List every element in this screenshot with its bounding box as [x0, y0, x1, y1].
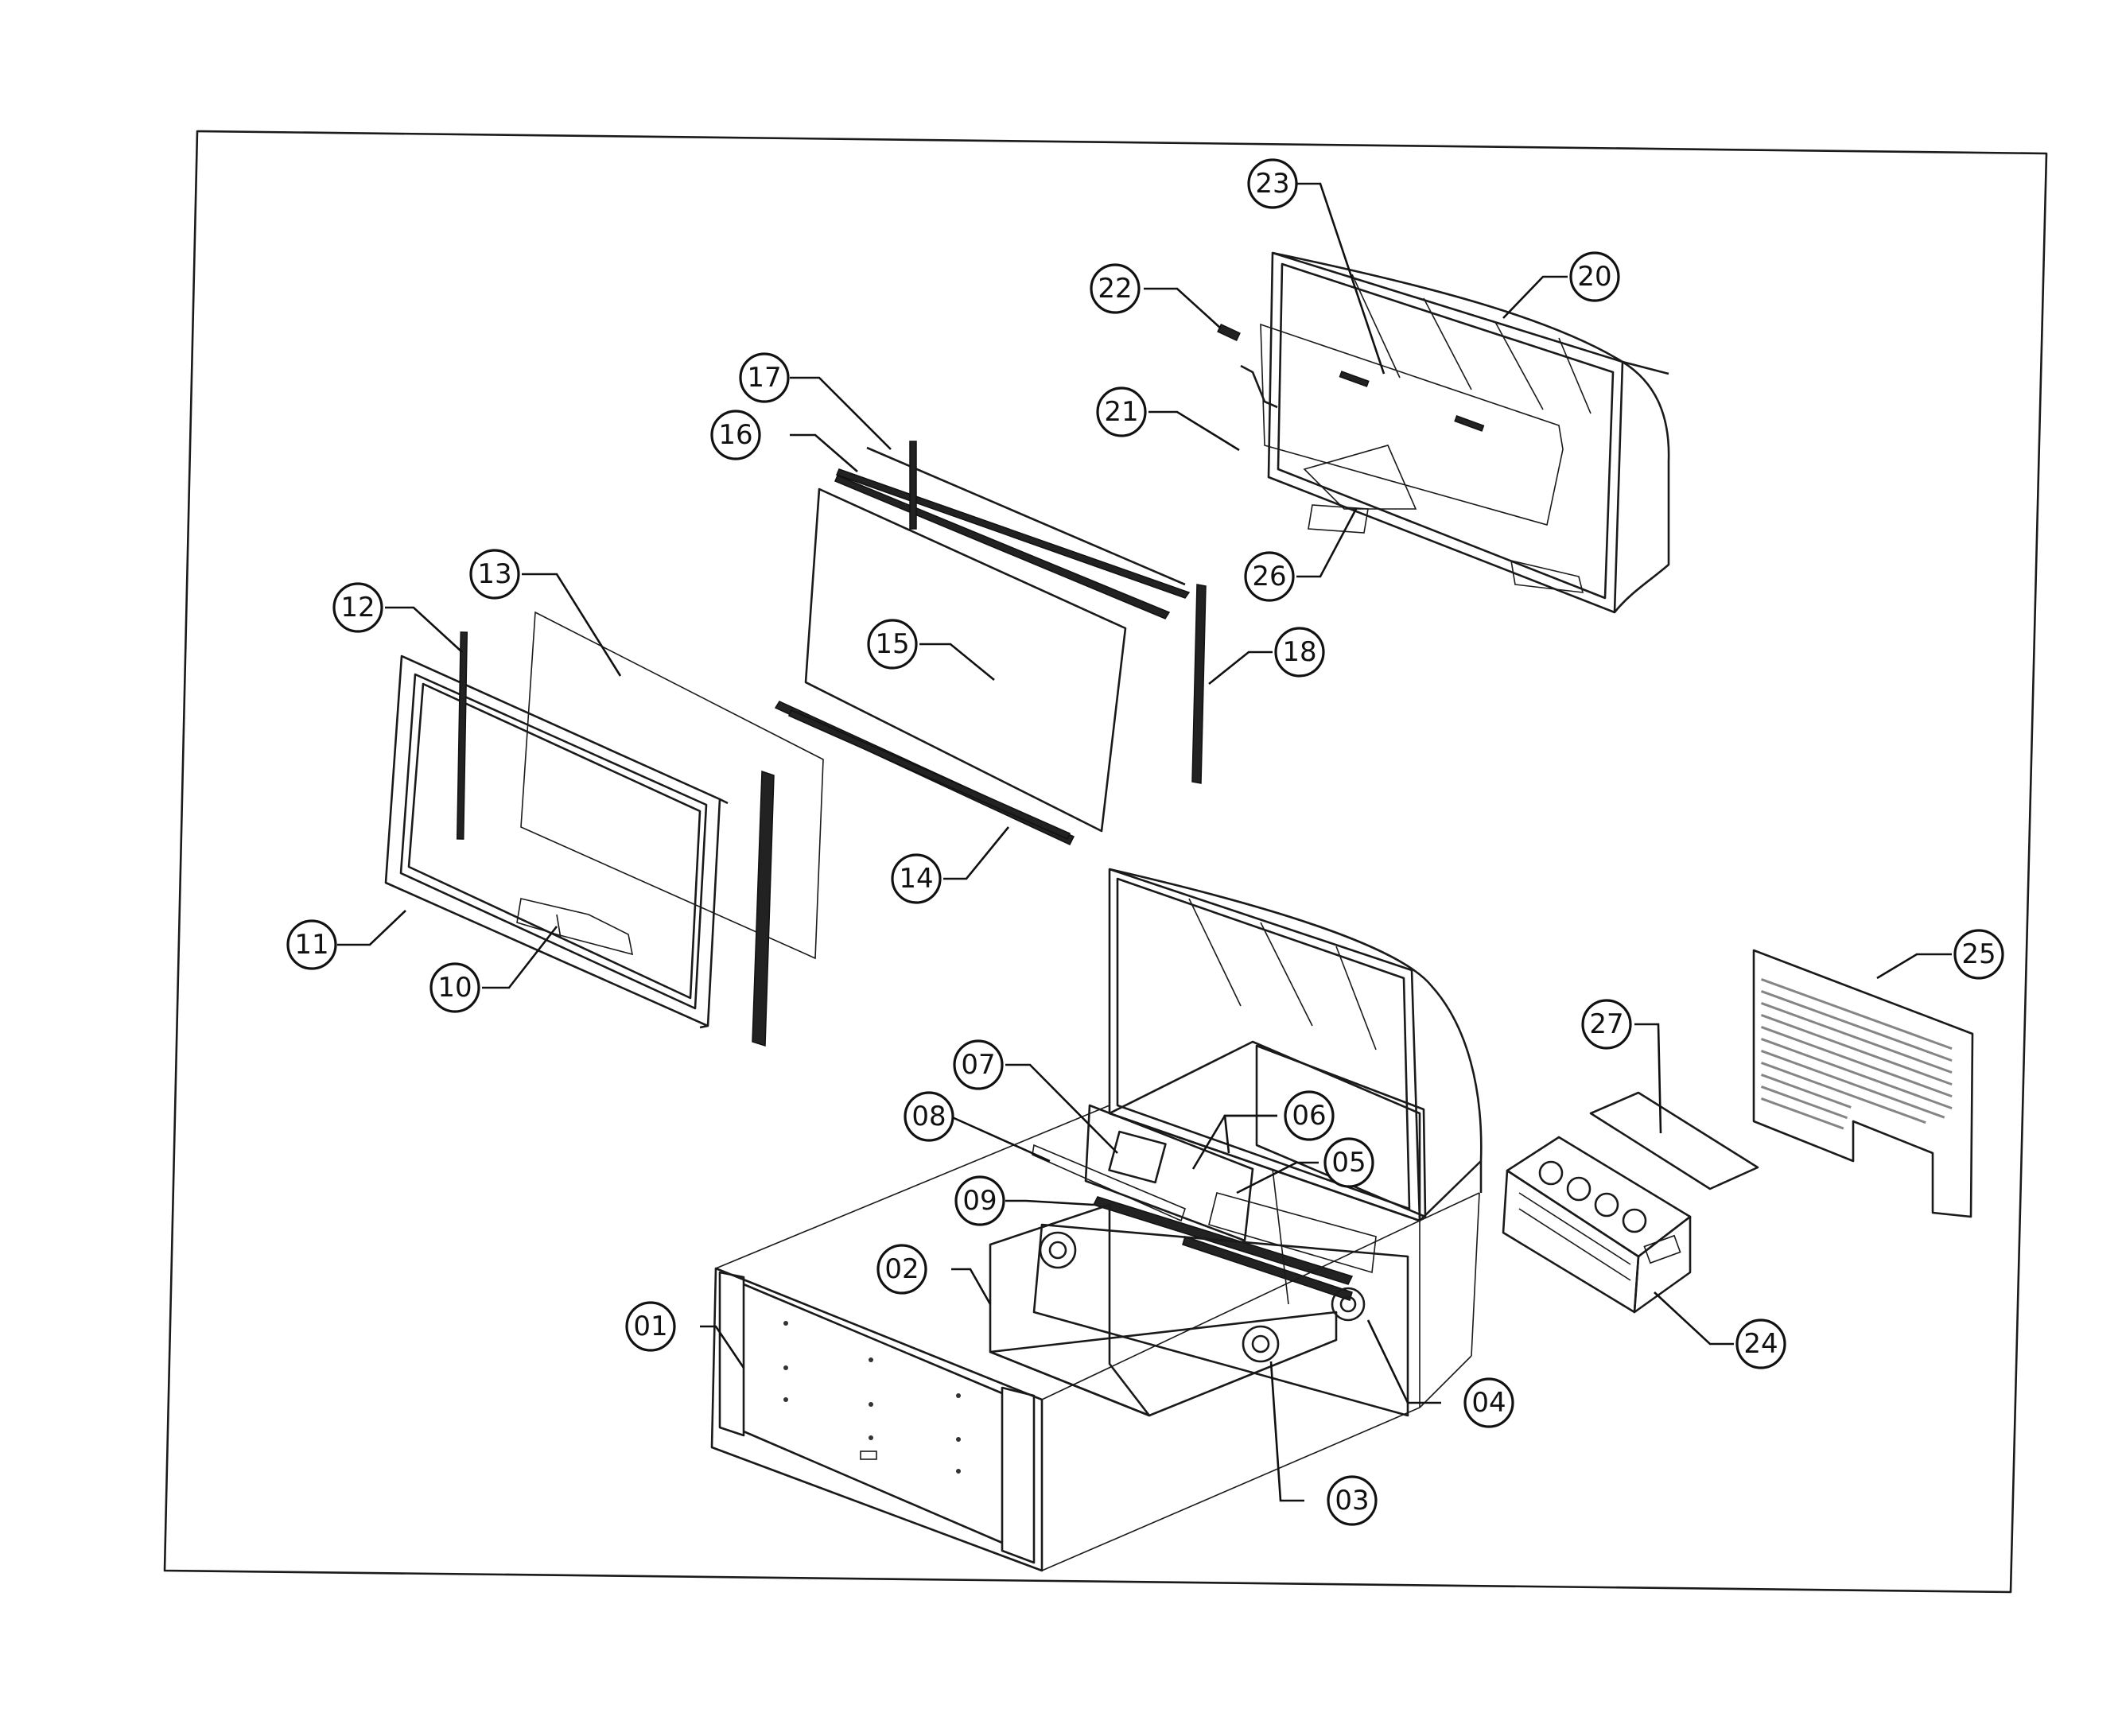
callout-11: 11 — [286, 919, 337, 970]
svg-text:24: 24 — [1743, 1328, 1778, 1360]
callout-12: 12 — [332, 582, 383, 633]
svg-text:17: 17 — [747, 362, 781, 394]
svg-text:22: 22 — [1098, 273, 1132, 305]
callout-25: 25 — [1953, 929, 2004, 980]
right-side-strip — [752, 770, 775, 1047]
speaker-enclosure — [1032, 1223, 1409, 1417]
bracket-21 — [1240, 364, 1278, 409]
svg-text:13: 13 — [477, 558, 511, 590]
svg-text:25: 25 — [1961, 938, 1996, 970]
svg-text:21: 21 — [1104, 396, 1138, 428]
front-lower-panel — [710, 1267, 1044, 1572]
callout-23: 23 — [1247, 158, 1298, 209]
callout-26: 26 — [1244, 551, 1295, 602]
base-outline — [715, 1105, 1480, 1571]
svg-text:01: 01 — [633, 1311, 667, 1342]
callout-03: 03 — [1327, 1475, 1378, 1526]
svg-text:14: 14 — [899, 863, 933, 895]
callout-17: 17 — [739, 352, 790, 403]
svg-text:12: 12 — [340, 592, 375, 623]
callout-06: 06 — [1284, 1090, 1335, 1141]
svg-text:15: 15 — [875, 628, 909, 660]
callout-18: 18 — [1274, 627, 1325, 678]
callout-13: 13 — [469, 549, 520, 600]
front-bezel-frame — [384, 654, 729, 1029]
svg-text:16: 16 — [718, 419, 752, 451]
chassis-board-24 — [1502, 1136, 1692, 1314]
svg-text:06: 06 — [1292, 1100, 1326, 1132]
svg-text:27: 27 — [1589, 1008, 1623, 1040]
callout-10: 10 — [429, 962, 480, 1013]
svg-text:07: 07 — [961, 1049, 995, 1081]
screen-frame-assembly — [774, 441, 1191, 845]
diagram-frame — [163, 130, 2048, 1594]
svg-text:02: 02 — [884, 1253, 919, 1285]
callout-27: 27 — [1581, 999, 1632, 1050]
leader-lines — [337, 182, 1952, 1502]
rear-cover-25 — [1752, 949, 1974, 1218]
callout-02: 02 — [876, 1244, 927, 1295]
front-screen-panel — [520, 611, 824, 960]
svg-text:26: 26 — [1252, 561, 1286, 592]
svg-text:08: 08 — [911, 1101, 946, 1132]
svg-text:04: 04 — [1471, 1387, 1506, 1419]
callout-09: 09 — [954, 1175, 1005, 1226]
callout-22: 22 — [1090, 263, 1141, 314]
lower-cabinet-housing — [1108, 868, 1483, 1222]
callout-21: 21 — [1096, 386, 1147, 437]
vertical-strip-18 — [1191, 584, 1207, 784]
inner-box-02 — [989, 1203, 1151, 1417]
svg-text:09: 09 — [962, 1185, 997, 1217]
inner-box-02-base — [989, 1311, 1338, 1417]
callout-08: 08 — [904, 1091, 954, 1142]
screw-22 — [1217, 323, 1241, 342]
callout-16: 16 — [710, 410, 761, 460]
svg-text:18: 18 — [1282, 636, 1316, 668]
callout-01: 01 — [625, 1301, 676, 1352]
upper-rear-cabinet — [1260, 251, 1670, 614]
svg-text:03: 03 — [1335, 1485, 1369, 1517]
svg-text:05: 05 — [1331, 1147, 1366, 1179]
svg-text:23: 23 — [1255, 168, 1289, 200]
callout-15: 15 — [867, 619, 918, 670]
svg-text:10: 10 — [437, 972, 472, 1004]
small-board-27 — [1589, 1091, 1759, 1190]
svg-text:20: 20 — [1577, 261, 1611, 293]
callout-04: 04 — [1463, 1377, 1514, 1428]
callout-05: 05 — [1323, 1137, 1374, 1188]
callout-14: 14 — [891, 853, 942, 904]
callout-24: 24 — [1735, 1319, 1786, 1369]
callout-07: 07 — [953, 1039, 1004, 1090]
svg-text:11: 11 — [294, 929, 328, 961]
callout-20: 20 — [1569, 251, 1620, 302]
left-side-strip — [456, 631, 468, 840]
